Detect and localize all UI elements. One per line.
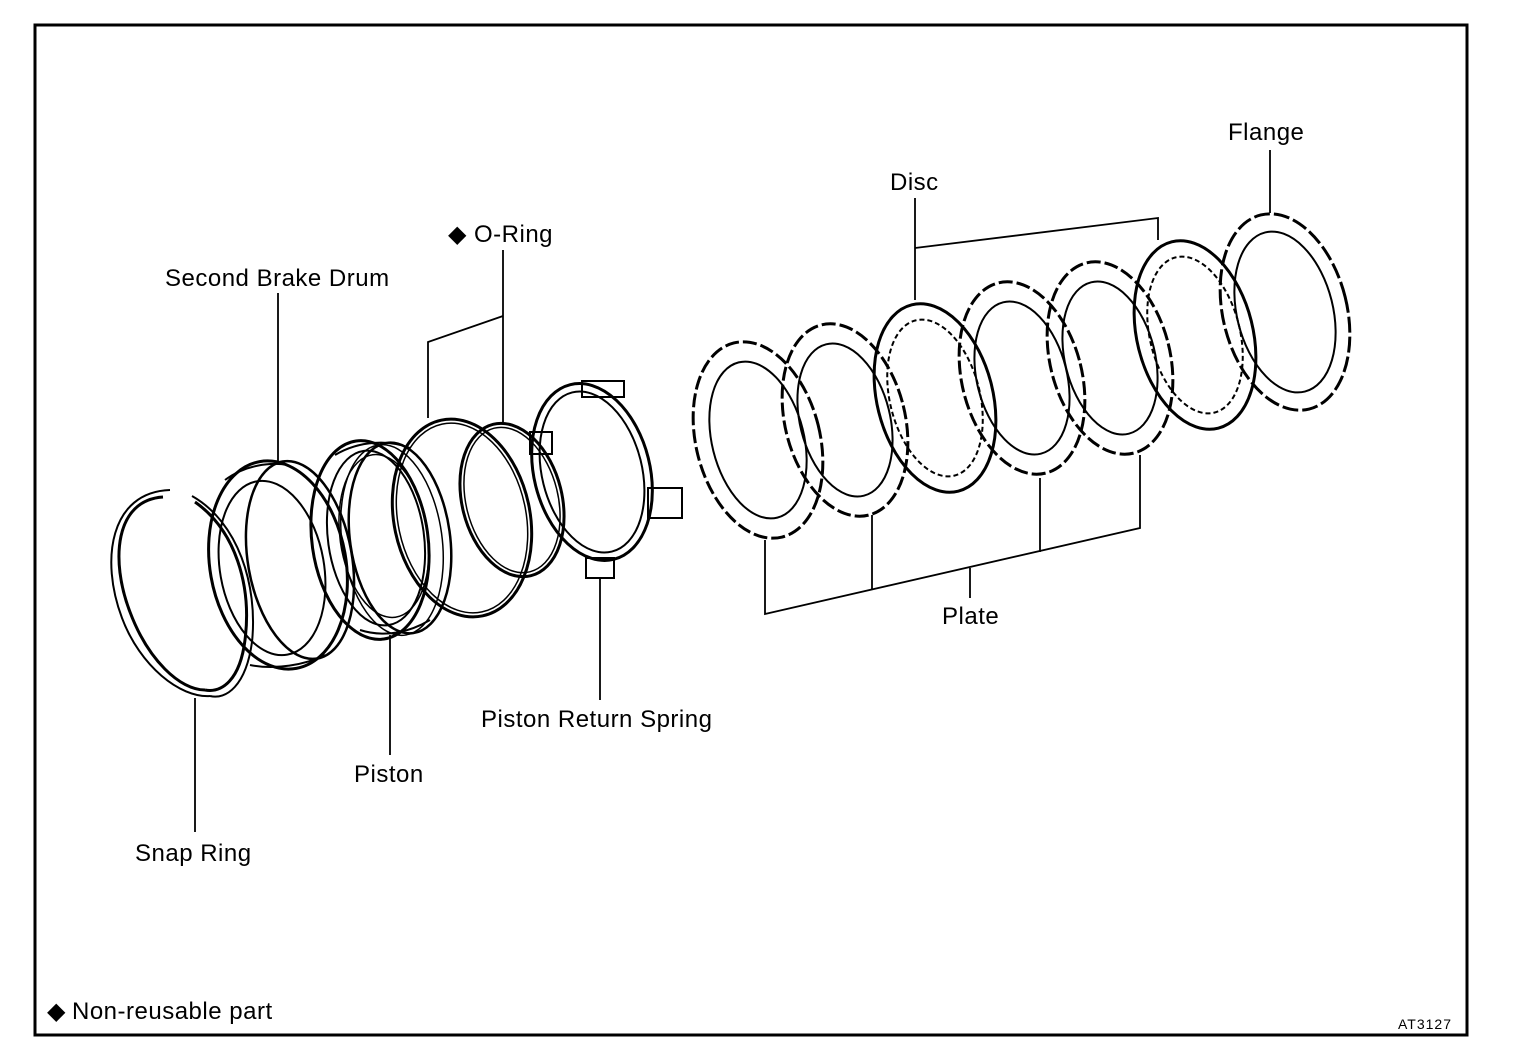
second-brake-drum-label: Second Brake Drum <box>165 265 390 292</box>
piston-return-spring-label: Piston Return Spring <box>481 706 712 733</box>
figure-code: AT3127 <box>1398 1016 1452 1032</box>
leader-lines <box>194 150 1271 832</box>
diagram-border <box>33 23 1469 1037</box>
plate-label: Plate <box>942 603 999 630</box>
snap-ring-label: Snap Ring <box>135 840 252 867</box>
plate-4-part <box>1045 260 1175 456</box>
second-brake-drum-part <box>207 459 356 671</box>
plate-1-part <box>691 340 825 540</box>
piston-return-spring-part <box>529 380 683 579</box>
non-reusable-symbol-icon: ◆ <box>448 221 467 248</box>
flange-label: Flange <box>1228 119 1304 146</box>
snap-ring-part <box>110 489 254 698</box>
disc-2-part <box>1132 239 1258 431</box>
plate-2-part <box>780 322 910 518</box>
o-ring-large-part <box>390 417 534 619</box>
flange-part <box>1218 212 1352 412</box>
o-ring-small-part <box>458 421 566 579</box>
o-ring-label: O-Ring <box>474 221 553 248</box>
piston-label: Piston <box>354 761 424 788</box>
legend-text: Non-reusable part <box>72 998 273 1025</box>
piston-part <box>309 439 453 641</box>
legend-symbol-icon: ◆ <box>47 998 66 1025</box>
disc-1-part <box>872 302 998 494</box>
disc-label: Disc <box>890 169 939 196</box>
plate-3-part <box>957 280 1087 476</box>
